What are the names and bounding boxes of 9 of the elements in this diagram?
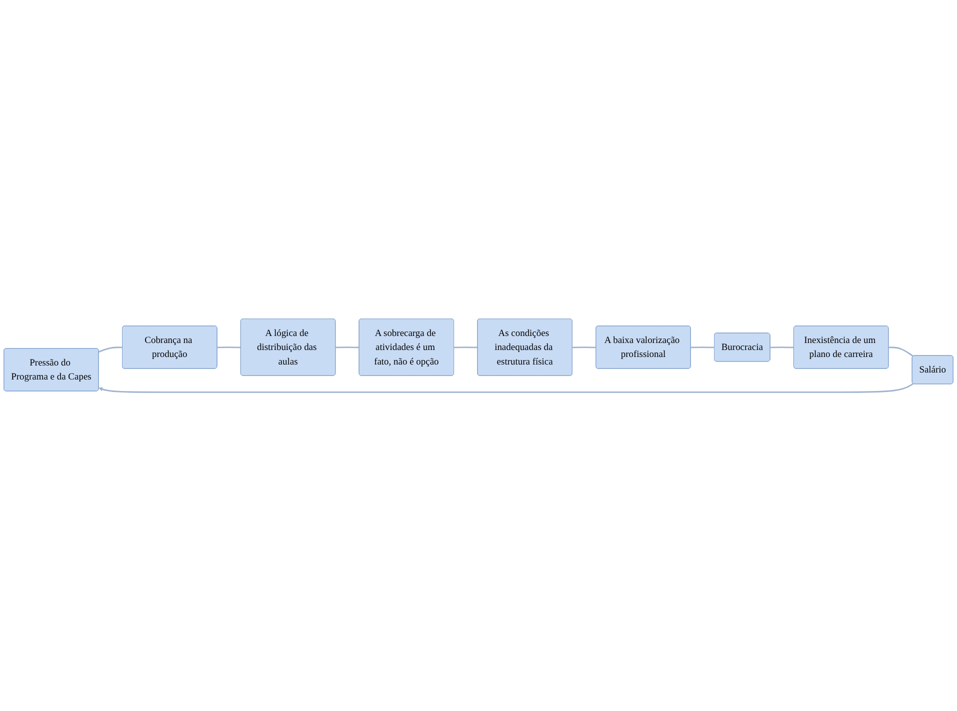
- connector: [98, 346, 123, 353]
- connector: [888, 346, 914, 357]
- connector: [770, 346, 794, 348]
- connector: [336, 346, 360, 348]
- arrow: [98, 382, 914, 393]
- connector: [454, 346, 478, 348]
- connector: [217, 346, 241, 348]
- connector: [572, 346, 596, 348]
- connector: [690, 346, 714, 348]
